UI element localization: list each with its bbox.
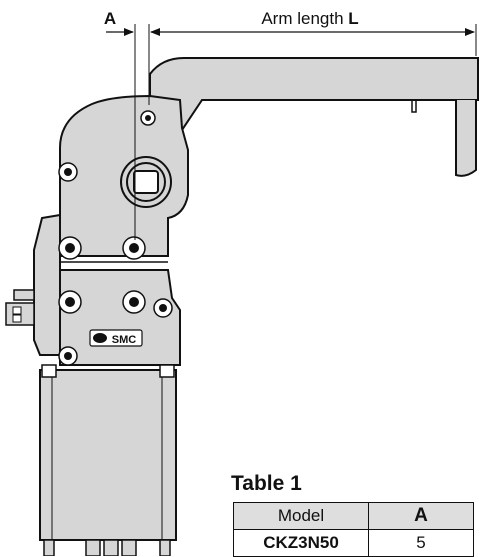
center-lines (134, 24, 477, 240)
bolt-icon (58, 162, 78, 182)
clamp-arm (149, 57, 479, 177)
dimension-a-label: A (104, 9, 116, 28)
bolt-icon (140, 110, 156, 126)
column-header-model: Model (233, 502, 369, 530)
cell-a-value: 5 (368, 529, 474, 557)
table-row: CKZ3N50 5 (233, 529, 474, 557)
pivot-joint-icon (120, 156, 172, 208)
smc-logo: SMC (89, 329, 143, 347)
cylinder (39, 364, 177, 556)
bolt-icon (58, 236, 82, 260)
svg-text:SMC: SMC (112, 334, 137, 346)
table-header-row: Model A (233, 502, 474, 530)
bolt-icon (153, 298, 173, 318)
dimension-a: A (104, 9, 134, 36)
sensor-connector (5, 289, 35, 326)
side-block (33, 213, 61, 356)
table-title: Table 1 (231, 472, 302, 495)
cell-model: CKZ3N50 (233, 529, 369, 557)
dimension-arm-length: Arm length L (150, 9, 475, 36)
bolt-icon (122, 290, 146, 314)
bolt-icon (58, 346, 78, 366)
arm-length-label: Arm length L (261, 9, 358, 28)
bolt-icon (58, 290, 82, 314)
column-header-a: A (368, 502, 474, 530)
spec-table: Model A CKZ3N50 5 (233, 502, 474, 557)
bolt-icon (122, 236, 146, 260)
